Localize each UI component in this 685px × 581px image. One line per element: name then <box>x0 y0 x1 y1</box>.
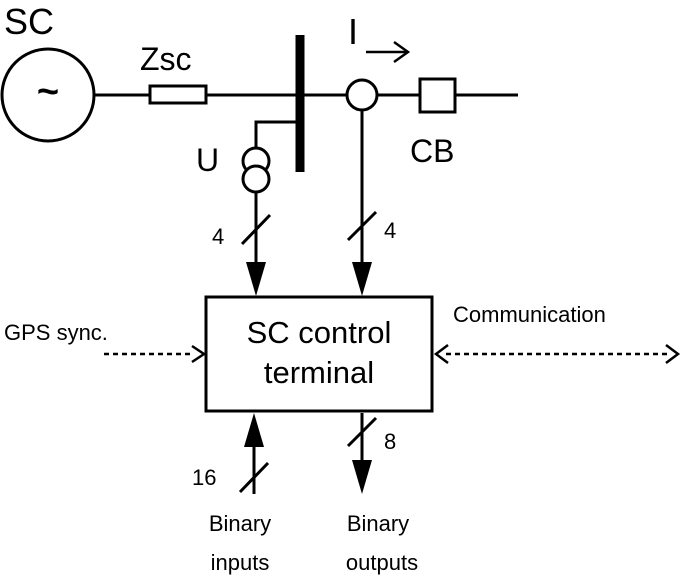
voltage-measurement-line <box>240 192 272 296</box>
binary-inputs-label-line1: Binary <box>209 511 271 536</box>
binary-outputs-label-line1: Binary <box>347 511 409 536</box>
voltage-label: U <box>196 142 219 178</box>
communication-label: Communication <box>453 302 606 327</box>
voltage-wire-count: 4 <box>212 224 224 249</box>
control-terminal-box <box>204 295 434 413</box>
impedance-label: Zsc <box>140 41 192 77</box>
binary-outputs-line <box>346 413 378 494</box>
gps-label: GPS sync. <box>4 320 108 345</box>
binary-outputs-label-line2: outputs <box>346 550 418 575</box>
current-transformer <box>345 78 379 112</box>
terminal-title-line1: SC control <box>247 315 392 350</box>
binary-inputs-line <box>238 413 270 494</box>
current-direction-arrow <box>366 40 411 64</box>
ac-source: ~ <box>0 47 96 143</box>
circuit-breaker <box>418 77 457 114</box>
terminal-title-line2: terminal <box>264 355 374 390</box>
current-label: I <box>348 11 358 52</box>
current-wire-count: 4 <box>384 218 396 243</box>
current-measurement-line <box>346 110 378 296</box>
ac-source-symbol: ~ <box>37 71 59 113</box>
gps-sync-arrow <box>104 344 207 364</box>
binary-inputs-count: 16 <box>192 465 216 490</box>
binary-inputs-label-line2: inputs <box>211 550 270 575</box>
source-label: SC <box>4 1 54 42</box>
communication-arrow <box>433 344 681 364</box>
binary-outputs-count: 8 <box>384 429 396 454</box>
voltage-transformer <box>241 120 296 194</box>
breaker-label: CB <box>410 133 454 169</box>
impedance-resistor <box>148 84 208 105</box>
